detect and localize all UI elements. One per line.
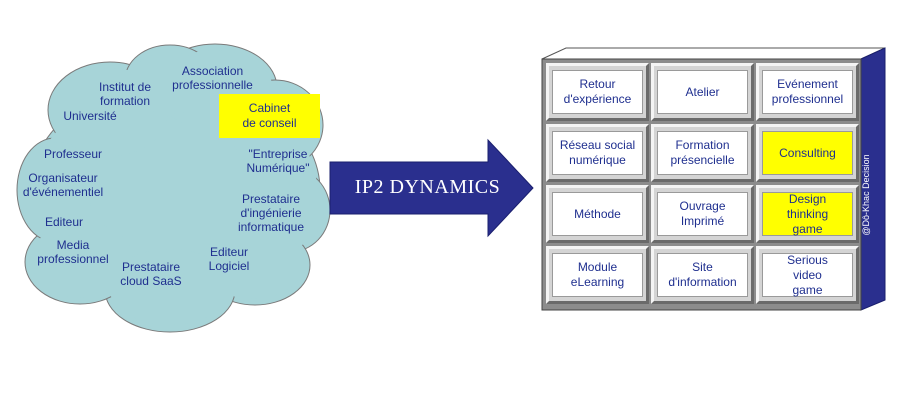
grid-cell: Site d'information — [651, 246, 754, 304]
arrow-label: IP2 DYNAMICS — [354, 176, 501, 198]
cloud-item-prestataire-cloud: Prestataire cloud SaaS — [120, 260, 182, 288]
grid-cell: Consulting — [756, 124, 859, 182]
cloud-item-media: Media professionnel — [37, 238, 109, 266]
grid-cell: Atelier — [651, 63, 754, 121]
grid-cell-label: Design thinking game — [762, 192, 853, 236]
cloud-highlight-cabinet: Cabinet de conseil — [219, 94, 320, 138]
cloud-item-editeur-logiciel: Editeur Logiciel — [208, 245, 250, 273]
grid-cell: Module eLearning — [546, 246, 649, 304]
cloud-item-organisateur: Organisateur d'événementiel — [22, 171, 104, 199]
cloud-item-institut: Institut de formation — [98, 80, 152, 108]
grid-cell-label: Consulting — [762, 131, 853, 175]
cloud-item-editeur: Editeur — [44, 215, 84, 229]
grid-cell-label: Atelier — [657, 70, 748, 114]
grid-cell-label: Serious video game — [762, 253, 853, 297]
cloud-item-professeur: Professeur — [43, 147, 103, 161]
cloud-item-prestataire-ingenierie: Prestataire d'ingénierie informatique — [237, 192, 305, 234]
grid-cell: Réseau social numérique — [546, 124, 649, 182]
cloud-item-entreprise-numerique: "Entreprise Numérique" — [246, 147, 310, 175]
grid-cell: Evénement professionnel — [756, 63, 859, 121]
grid-cell: Design thinking game — [756, 185, 859, 243]
grid-cell-label: Méthode — [552, 192, 643, 236]
grid-cell-label: Réseau social numérique — [552, 131, 643, 175]
grid-cell-label: Formation présencielle — [657, 131, 748, 175]
grid-cell: Méthode — [546, 185, 649, 243]
grid-cell: Serious video game — [756, 246, 859, 304]
grid-cell-label: Retour d'expérience — [552, 70, 643, 114]
grid-cell-label: Ouvrage Imprimé — [657, 192, 748, 236]
grid-cell-label: Module eLearning — [552, 253, 643, 297]
grid-cell-label: Evénement professionnel — [762, 70, 853, 114]
grid-cell: Ouvrage Imprimé — [651, 185, 754, 243]
cloud-item-association: Association professionnelle — [172, 64, 253, 92]
grid-cell: Formation présencielle — [651, 124, 754, 182]
grid-cell: Retour d'expérience — [546, 63, 649, 121]
cloud-item-universite: Université — [63, 109, 117, 123]
grid-cell-label: Site d'information — [657, 253, 748, 297]
